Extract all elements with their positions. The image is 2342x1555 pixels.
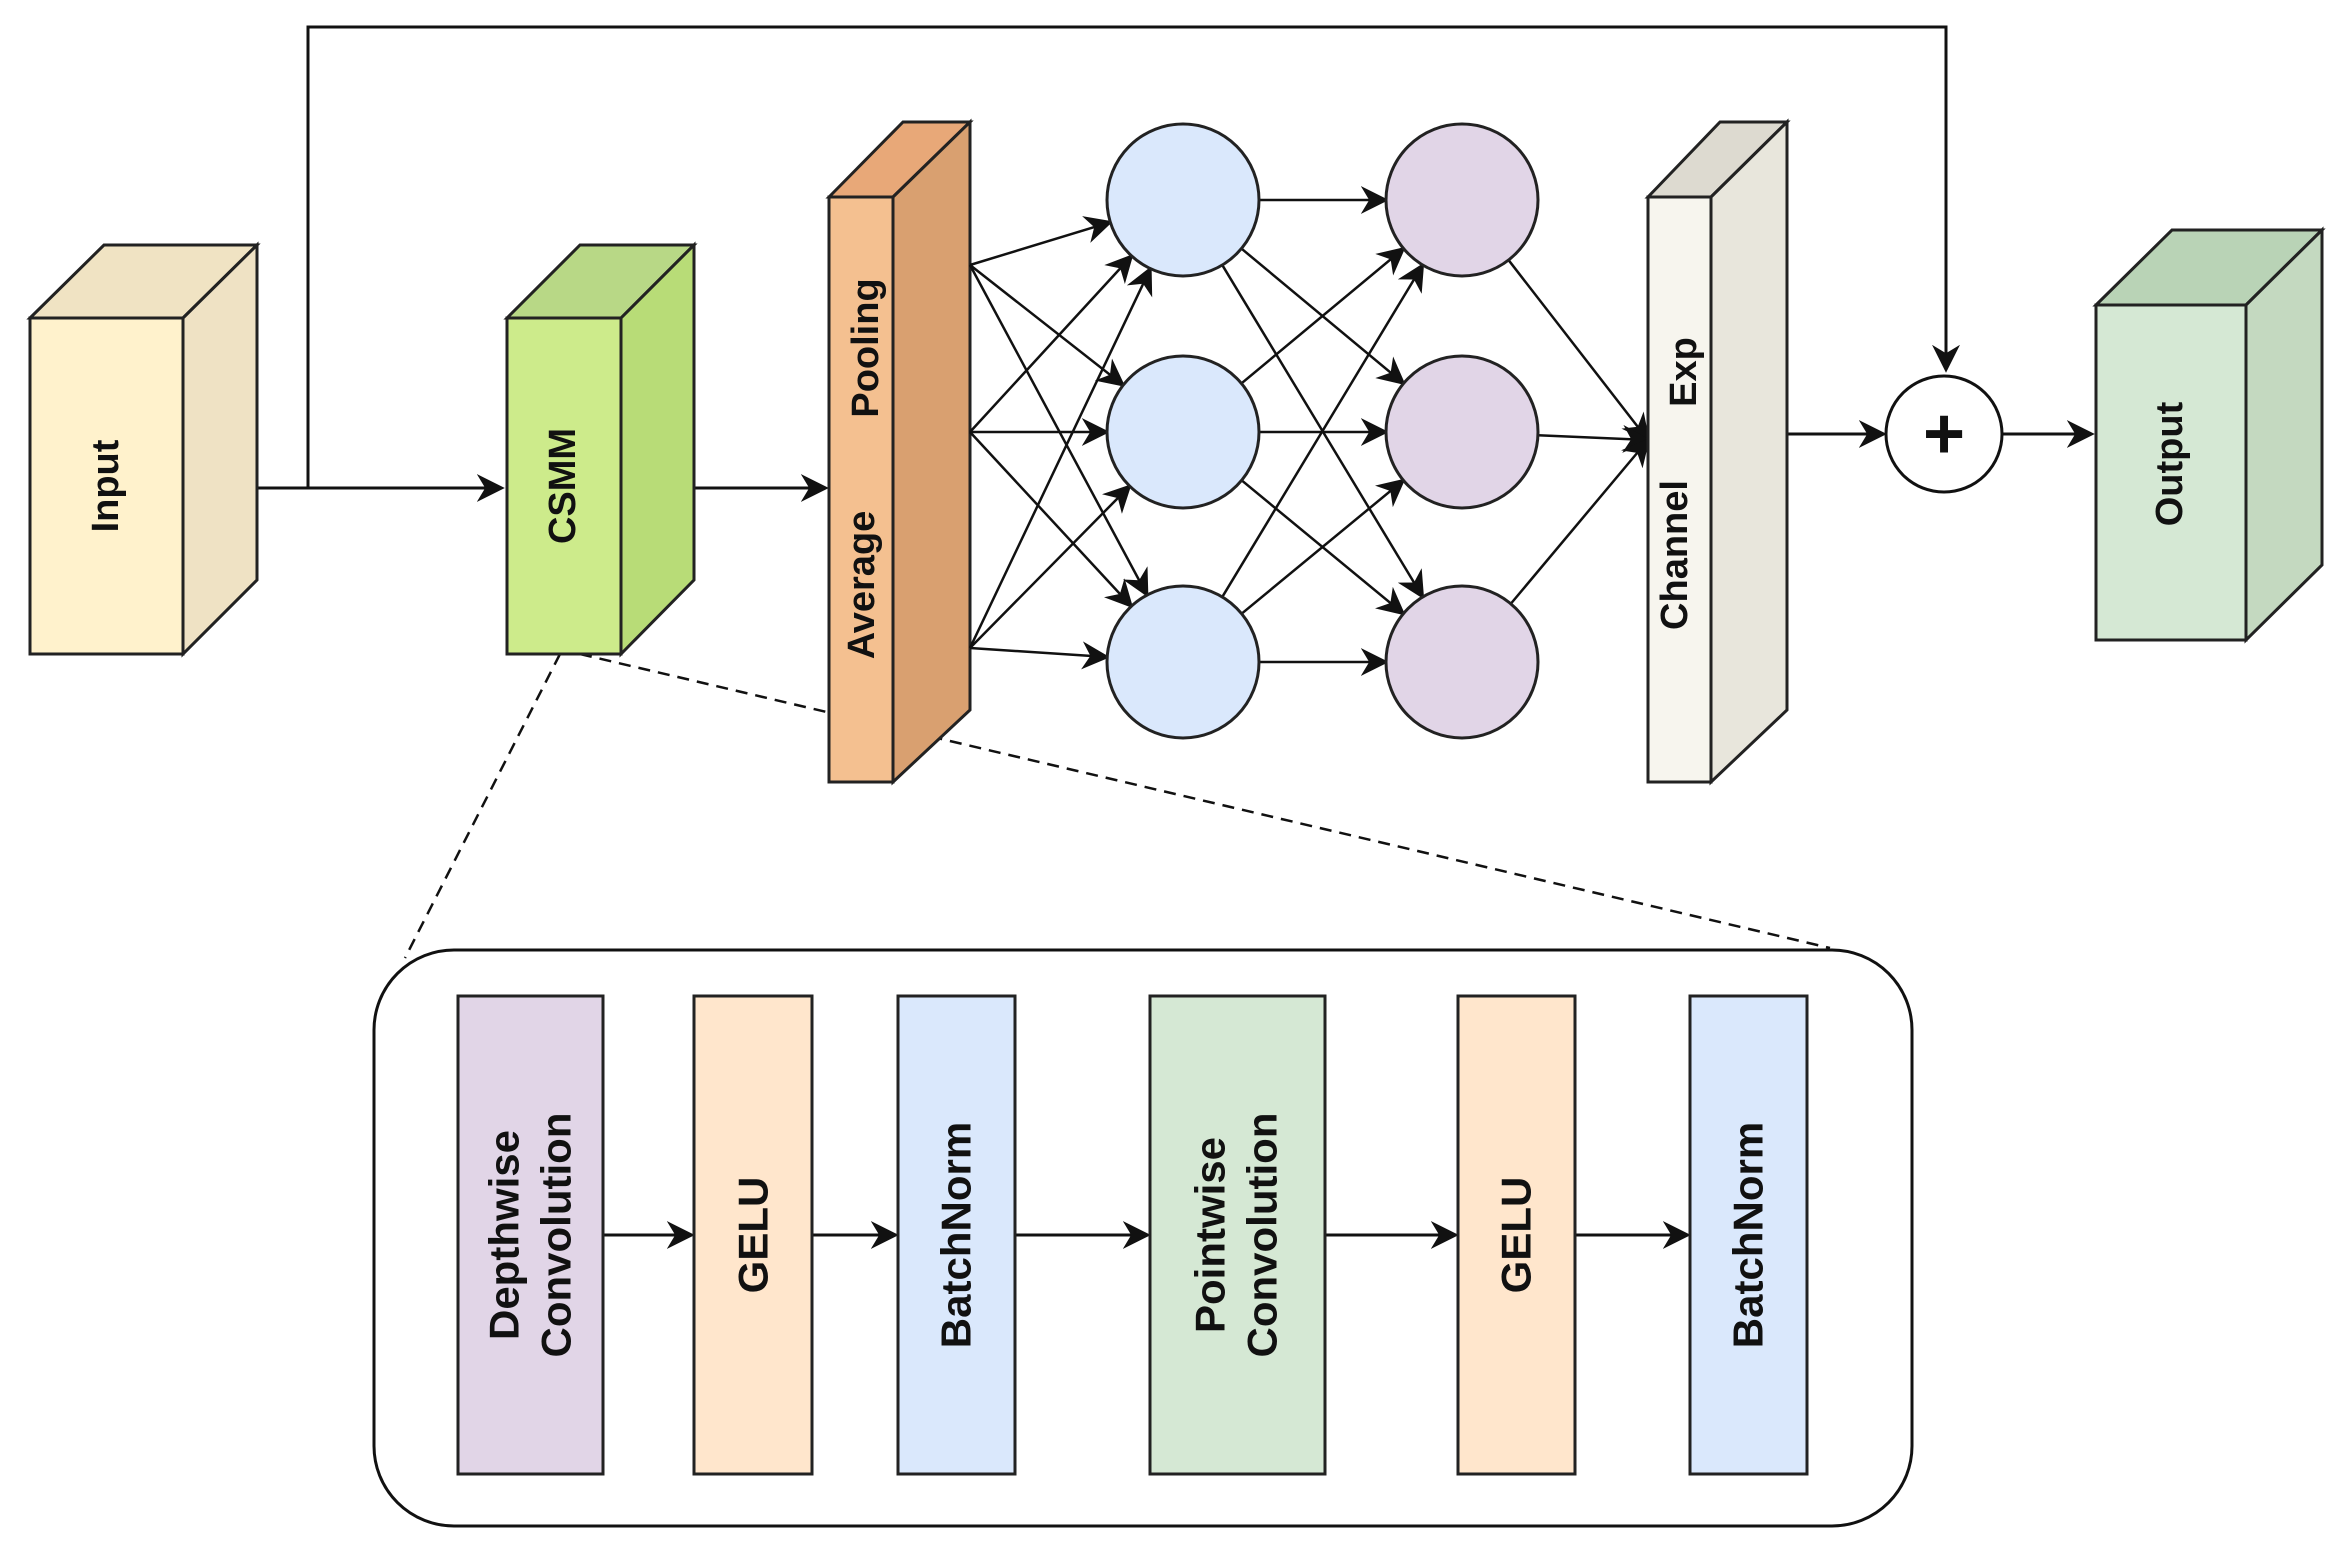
nn-connections — [968, 186, 1651, 676]
edge-pool-2-l1-2 — [969, 641, 1110, 670]
detail-batchnorm-2: BatchNorm — [1688, 994, 1809, 1476]
hidden-layer-2 — [1384, 122, 1540, 740]
edge-pool-1-l1-2 — [969, 431, 1134, 609]
neuron-l1-1 — [1105, 122, 1261, 278]
csmm-block: CSMM — [503, 241, 698, 658]
average-pooling-label-pooling: Pooling — [845, 278, 887, 417]
neuron-l2-1 — [1384, 122, 1540, 278]
depthwise-label-line2: Convolution — [533, 1113, 580, 1358]
channel-exp-label-exp: Exp — [1663, 337, 1705, 407]
channel-exp-label-channel: Channel — [1654, 480, 1696, 630]
detail-gelu-2: GELU — [1456, 994, 1577, 1476]
adder-node: + — [1884, 374, 2004, 494]
neuron-l1-3 — [1105, 584, 1261, 740]
detail-gelu-1: GELU — [692, 994, 814, 1476]
edge-l1-2-l2-1 — [1240, 478, 1406, 615]
edge-l2-1-exp — [1537, 424, 1651, 453]
detail-pointwise-conv: Pointwise Convolution — [1148, 994, 1327, 1476]
edge-pool-1-l1-0 — [969, 253, 1134, 433]
edge-pool-2-l1-1 — [969, 484, 1132, 649]
depthwise-label-line1: Depthwise — [481, 1130, 528, 1340]
neuron-l2-3 — [1384, 584, 1540, 740]
detail-batchnorm-1: BatchNorm — [896, 994, 1017, 1476]
gelu-2-label: GELU — [1493, 1177, 1540, 1294]
csmm-detail-panel: Depthwise Convolution GELU BatchNorm Poi… — [372, 948, 1914, 1528]
zoom-lines — [403, 652, 1831, 959]
input-label: Input — [85, 439, 127, 532]
edge-pool-0-l1-0 — [969, 216, 1113, 267]
average-pooling-label-average: Average — [841, 511, 883, 660]
average-pooling-block: Pooling Average — [825, 118, 974, 786]
main-flow-arrows — [258, 420, 2095, 502]
edge-l1-1-l2-0 — [1240, 246, 1406, 385]
edge-l2-2-exp — [1509, 437, 1650, 605]
output-block: Output — [2092, 226, 2326, 644]
pointwise-label-line1: Pointwise — [1187, 1137, 1234, 1333]
batchnorm-1-label: BatchNorm — [933, 1122, 980, 1348]
channel-exp-block: Exp Channel — [1644, 118, 1791, 786]
edge-pool-0-l1-1 — [969, 264, 1126, 387]
gelu-1-label: GELU — [730, 1177, 777, 1294]
skip-connection — [306, 25, 1960, 488]
edge-pool-2-l1-0 — [968, 266, 1153, 649]
hidden-layer-1 — [1105, 122, 1261, 740]
plus-icon: + — [1923, 394, 1965, 474]
neuron-l1-2 — [1105, 354, 1261, 510]
input-block: Input — [26, 241, 261, 658]
neuron-l2-2 — [1384, 354, 1540, 510]
batchnorm-2-label: BatchNorm — [1725, 1122, 1772, 1348]
csmm-label: CSMM — [542, 428, 584, 544]
output-label: Output — [2149, 401, 2191, 526]
edge-l2-0-exp — [1507, 259, 1650, 443]
edge-l1-2-l2-0 — [1221, 262, 1425, 598]
edge-pool-0-l1-2 — [968, 264, 1149, 598]
detail-depthwise-conv: Depthwise Convolution — [456, 994, 605, 1476]
pointwise-label-line2: Convolution — [1239, 1113, 1286, 1358]
